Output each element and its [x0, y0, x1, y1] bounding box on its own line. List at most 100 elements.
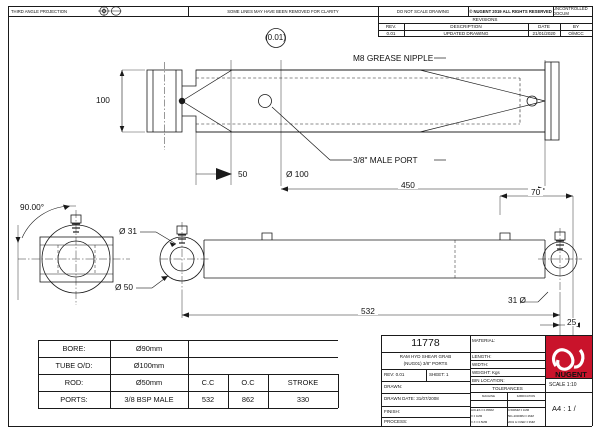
tb-l-line-5 [381, 406, 470, 407]
third-angle-projection-icon [98, 5, 122, 17]
rev-line-mid1 [378, 23, 592, 24]
border-bottom [8, 426, 592, 427]
rev-col-4 [592, 16, 593, 36]
rev-field: REV: 0.01 [384, 372, 405, 377]
part-number: 11778 [411, 337, 440, 349]
spec-label-bore: BORE: [62, 344, 86, 353]
tolerances-title: TOLERANCES [492, 385, 523, 391]
end-view-nipple [70, 214, 82, 224]
do-not-scale-note: DO NOT SCALE DRAWING [396, 8, 450, 14]
tb-l-rev-div [426, 369, 427, 381]
revisions-title: REVISIONS [472, 17, 498, 23]
spec-value-tube-od: Ø100mm [133, 361, 165, 370]
header-div-1 [188, 6, 189, 16]
spec-value-bore: Ø90mm [135, 344, 163, 353]
end-view-clevis-rect [39, 236, 114, 283]
company-name: NUGENT [555, 370, 587, 379]
tb-frame-top [381, 335, 592, 336]
right-port-circle [526, 95, 538, 107]
rev-header-description: DESCRIPTION [450, 24, 482, 30]
dim-25-label: 25 [565, 317, 579, 327]
tb-l-line-1 [381, 352, 470, 353]
dim-50-label: 50 [238, 169, 248, 179]
revision-flag-label: (0.01) [265, 33, 286, 42]
tb-m-line-5 [470, 384, 545, 385]
dim-100-height-label: 100 [96, 95, 110, 105]
right-end-cap [544, 61, 560, 141]
length-field: LENGTH: [472, 354, 492, 359]
bin-location-field: BIN LOCATION: [472, 378, 505, 383]
tolerance-fabrication-row-2: 501-2000MM ± 2MM [508, 414, 534, 418]
tolerance-fabrication-header: FABRICATION [516, 393, 536, 398]
third-angle-projection-label: THIRD ANGLE PROJECTION [11, 8, 68, 14]
tb-col-1 [470, 335, 471, 426]
rev-line-mid2 [378, 29, 592, 31]
rev-col-0 [378, 16, 379, 36]
rev-header-rev: REV. [385, 24, 397, 30]
spec-value-rod: Ø50mm [135, 378, 163, 387]
spec-col-5 [338, 374, 339, 408]
weight-field: WEIGHT: Kgs [472, 370, 500, 375]
spec-header-oc: O.C [241, 378, 255, 387]
tolerance-fabrication-row-1: 0-500MM ± 1MM [508, 408, 530, 412]
tb-col-2 [545, 335, 546, 426]
material-field: MATERIAL: [472, 338, 496, 343]
rev-header-date: DATE [538, 24, 550, 30]
spec-col-0 [38, 340, 39, 408]
scale-field: SCALE 1:10 [549, 382, 577, 388]
dim-31-dia-label: 31 Ø [508, 295, 526, 305]
dim-angle-label: 90.00° [20, 202, 45, 212]
process-field: PROCESS: [384, 419, 408, 424]
tolerance-machine-row-2: X ± 1MM [471, 414, 483, 418]
tolerance-fabrication-row-3: 2001 & OVER ± 3MM [508, 420, 535, 424]
rev-row-date: 21/01/2020 [532, 30, 556, 36]
drawn-date-field: DRAWN DATE: 31/07/2008 [384, 396, 439, 401]
header-strip: THIRD ANGLE PROJECTION SOME LINES MAY HA… [8, 6, 592, 17]
header-div-4 [553, 6, 554, 16]
tb-m-line-1 [470, 352, 545, 353]
border-top [8, 6, 592, 7]
rev-header-by: BY [572, 24, 580, 30]
spec-label-rod: ROD: [64, 378, 84, 387]
spec-value-stroke: 330 [296, 395, 310, 404]
tolerance-machine-row-3: X.X ± 0.5MM [471, 420, 488, 424]
dim-dia-31-label: Ø 31 [119, 226, 137, 236]
spec-line-4 [38, 408, 338, 409]
spec-col-1 [110, 340, 111, 408]
part-description-line1: RAM HYD SHEAR GRAB [399, 354, 452, 359]
tb-l-line-4 [381, 393, 470, 394]
tb-m-tol-div [507, 392, 508, 426]
tolerance-machine-header: MACHINE [482, 393, 495, 398]
spec-col-4 [268, 374, 269, 408]
tb-l-line-2 [381, 369, 470, 370]
border-left [8, 6, 9, 426]
rev-col-2 [528, 23, 529, 36]
part-description-line2: (NUG01) 3/8" PORTS [403, 361, 448, 366]
tb-frame-bottom [381, 426, 592, 427]
dim-450-label: 450 [398, 181, 418, 189]
dim-70-label: 70 [528, 188, 544, 196]
sheet-field: SHEET: 1 [429, 372, 449, 377]
width-field: WIDTH: [472, 362, 488, 367]
rev-line-top [378, 16, 592, 17]
spec-col-3 [228, 374, 229, 408]
grease-nipple-dot [178, 97, 186, 105]
male-port-label: 3/8" MALE PORT [353, 155, 418, 165]
tb-m-line-2 [470, 360, 545, 361]
nugent-logo-mark [551, 348, 585, 371]
male-port-circle [258, 94, 272, 108]
uncontrolled-note: UNCONTROLLED DOCUM [553, 6, 588, 16]
tb-m-line-4 [470, 376, 545, 377]
rev-row-description: UPDATED DRAWING [443, 30, 489, 36]
revisions-table: REVISIONS REV. DESCRIPTION DATE BY 0.01 … [378, 16, 593, 37]
spec-label-tube-od: TUBE O/D: [55, 361, 93, 370]
sheet-size-field: A4 : 1 / [552, 404, 576, 413]
border-right [592, 6, 593, 426]
finish-field: FINISH: [384, 409, 401, 414]
header-strip-bottom [8, 16, 592, 17]
drawn-field: DRAWN: [384, 384, 403, 389]
tolerance-machine-row-1: HOLES ± 0.05MM [471, 408, 494, 412]
rev-row-by: O/MCC [568, 30, 584, 36]
rev-row-rev: 0.01 [386, 30, 396, 36]
header-div-2 [378, 6, 379, 16]
